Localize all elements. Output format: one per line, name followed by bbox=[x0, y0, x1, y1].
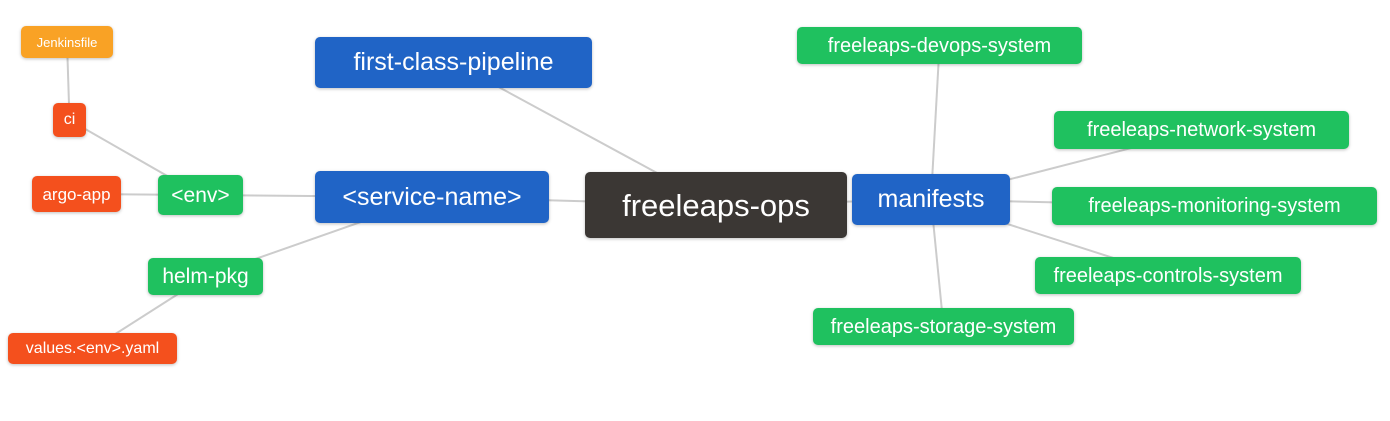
connector-manifests-devops_system bbox=[930, 45, 941, 200]
node-freeleaps-devops-system[interactable]: freeleaps-devops-system bbox=[797, 27, 1082, 64]
node-jenkinsfile[interactable]: Jenkinsfile bbox=[21, 26, 113, 58]
node-helm-pkg[interactable]: helm-pkg bbox=[148, 258, 263, 295]
node-env[interactable]: <env> bbox=[158, 175, 243, 215]
node-freeleaps-ops-root[interactable]: freeleaps-ops bbox=[585, 172, 847, 238]
node-ci[interactable]: ci bbox=[53, 103, 86, 137]
node-first-class-pipeline[interactable]: first-class-pipeline bbox=[315, 37, 592, 88]
node-freeleaps-storage-system[interactable]: freeleaps-storage-system bbox=[813, 308, 1074, 345]
node-manifests[interactable]: manifests bbox=[852, 174, 1010, 225]
node-freeleaps-controls-system[interactable]: freeleaps-controls-system bbox=[1035, 257, 1301, 294]
node-argo-app[interactable]: argo-app bbox=[32, 176, 121, 212]
node-freeleaps-network-system[interactable]: freeleaps-network-system bbox=[1054, 111, 1349, 149]
node-values-env-yaml[interactable]: values.<env>.yaml bbox=[8, 333, 177, 364]
node-service-name[interactable]: <service-name> bbox=[315, 171, 549, 223]
node-freeleaps-monitoring-system[interactable]: freeleaps-monitoring-system bbox=[1052, 187, 1377, 225]
